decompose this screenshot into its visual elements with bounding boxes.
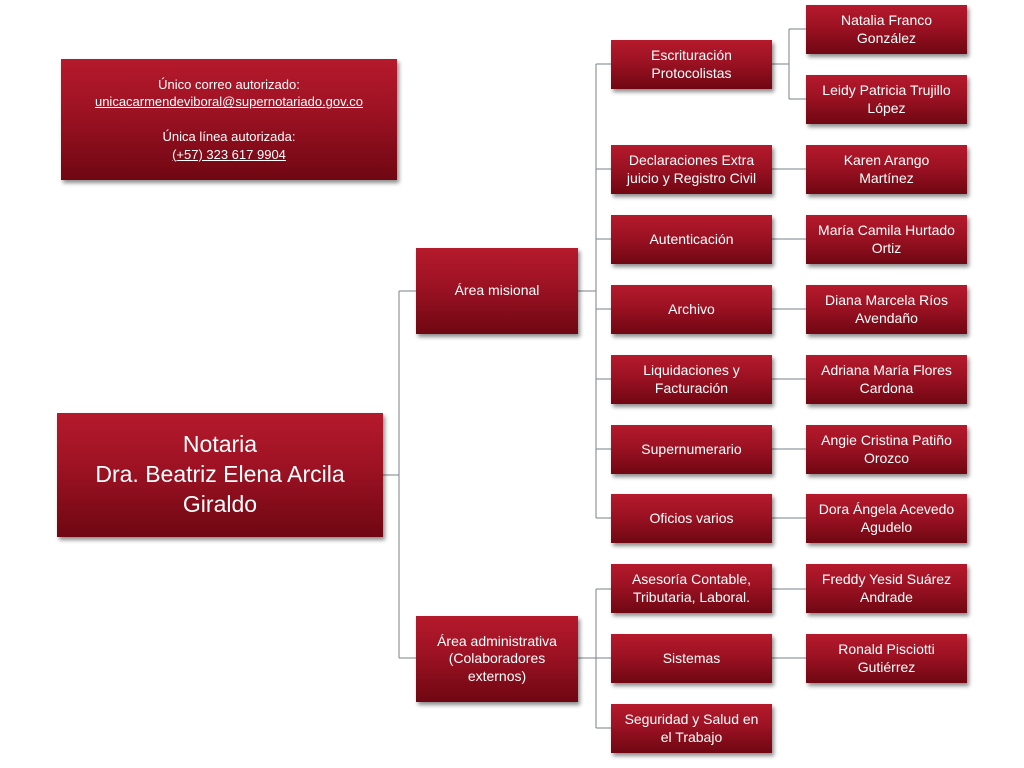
unit-node-archivo: Archivo [611, 285, 772, 334]
person-name: Karen Arango Martínez [843, 152, 930, 186]
unit-node-oficios-varios: Oficios varios [611, 494, 772, 543]
person-name: Natalia Franco González [840, 12, 933, 46]
unit-node-autenticacion: Autenticación [611, 215, 772, 264]
unit-node-label: Liquidaciones y Facturación [643, 362, 740, 396]
person-node: Ronald Pisciotti Gutiérrez [806, 634, 967, 683]
person-name: Freddy Yesid Suárez Andrade [821, 571, 952, 605]
unit-node-liquidaciones: Liquidaciones y Facturación [611, 355, 772, 404]
unit-node-asesoria: Asesoría Contable, Tributaria, Laboral. [611, 564, 772, 613]
area-node-administrativa: Área administrativa (Colaboradores exter… [416, 616, 578, 702]
person-name: Ronald Pisciotti Gutiérrez [838, 641, 935, 675]
email-label: Único correo autorizado: [158, 76, 300, 92]
person-name: María Camila Hurtado Ortiz [818, 222, 955, 256]
unit-node-label: Asesoría Contable, Tributaria, Laboral. [631, 571, 752, 605]
person-name: Dora Ángela Acevedo Agudelo [818, 501, 955, 535]
unit-node-sistemas: Sistemas [611, 634, 772, 683]
person-name: Diana Marcela Ríos Avendaño [825, 292, 948, 326]
unit-node-seguridad-salud: Seguridad y Salud en el Trabajo [611, 704, 772, 753]
person-node: Angie Cristina Patiño Orozco [806, 425, 967, 474]
person-node: Freddy Yesid Suárez Andrade [806, 564, 967, 613]
person-node: Dora Ángela Acevedo Agudelo [806, 494, 967, 543]
contact-info-box: Único correo autorizado: unicacarmendevi… [61, 59, 397, 180]
person-node: Adriana María Flores Cardona [806, 355, 967, 404]
unit-node-label: Sistemas [662, 649, 721, 666]
person-name: Angie Cristina Patiño Orozco [821, 432, 952, 466]
person-name: Adriana María Flores Cardona [821, 362, 952, 396]
person-node: Diana Marcela Ríos Avendaño [806, 285, 967, 334]
unit-node-declaraciones: Declaraciones Extra juicio y Registro Ci… [611, 145, 772, 194]
unit-node-label: Archivo [668, 300, 715, 317]
email-link[interactable]: unicacarmendeviboral@supernotariado.gov.… [94, 94, 364, 110]
phone-label: Única línea autorizada: [162, 129, 296, 144]
person-node: María Camila Hurtado Ortiz [806, 215, 967, 264]
unit-node-label: Seguridad y Salud en el Trabajo [624, 711, 759, 745]
person-node: Karen Arango Martínez [806, 145, 967, 194]
area-node-misional: Área misional [416, 248, 578, 334]
person-name: Leidy Patricia Trujillo López [822, 82, 951, 116]
unit-node-label: Escrituración Protocolistas [651, 47, 732, 81]
unit-node-label: Autenticación [649, 230, 734, 247]
unit-node-label: Supernumerario [641, 440, 742, 457]
area-node-label: Área misional [454, 282, 540, 299]
unit-node-escrituracion: Escrituración Protocolistas [611, 40, 772, 89]
unit-node-supernumerario: Supernumerario [611, 425, 772, 474]
root-node-label: Notaria Dra. Beatriz Elena Arcila Girald… [95, 431, 345, 517]
person-node: Natalia Franco González [806, 5, 967, 54]
root-node-notaria: Notaria Dra. Beatriz Elena Arcila Girald… [57, 413, 383, 537]
area-node-label: Área administrativa (Colaboradores exter… [437, 632, 557, 684]
phone-link[interactable]: (+57) 323 617 9904 [172, 146, 286, 162]
unit-node-label: Oficios varios [649, 509, 734, 526]
unit-node-label: Declaraciones Extra juicio y Registro Ci… [626, 152, 757, 186]
person-node: Leidy Patricia Trujillo López [806, 75, 967, 124]
